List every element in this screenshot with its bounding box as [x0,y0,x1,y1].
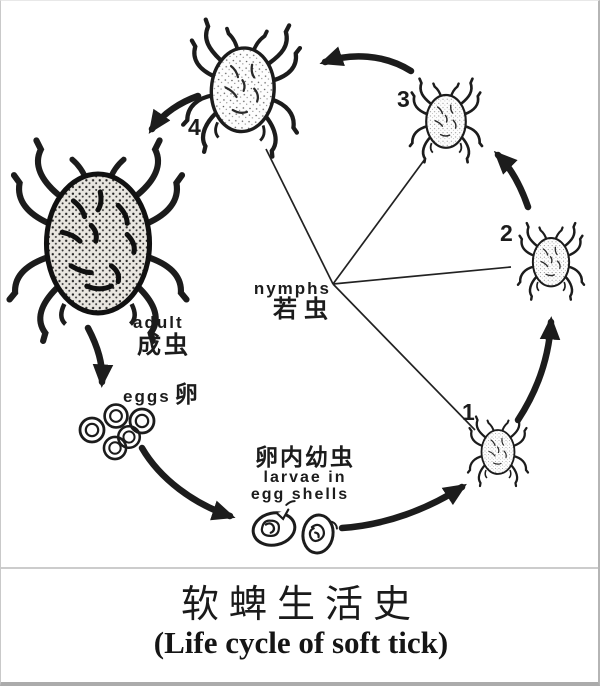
eggs-label-cn: 卵 [174,381,198,407]
arrow-adult-to-eggs [84,324,114,388]
stage-number-2: 2 [500,220,513,246]
stage-number-4: 4 [188,114,201,140]
eggs-label-en: eggs [123,387,171,406]
larvae-label-en-line2: egg shells [250,486,350,503]
stage-number-3: 3 [397,86,410,112]
stage-number-1: 1 [462,399,475,425]
arrow-larvae-to-stage1 [338,483,467,532]
life-cycle-artwork [1,1,600,555]
adult-label-cn: 成虫 [137,332,191,359]
nymphs-label-cn: 若虫 [273,296,335,323]
adult-label-en: adult [133,313,184,332]
larvae-label-cn: 卵内幼虫 [255,444,355,470]
arrow-stage4-to-adult [148,92,202,134]
stage2-nymph-illustration [518,223,584,299]
nymphs-pointer-lines [265,148,512,431]
arrow-stage3-to-stage4 [319,46,415,75]
larvae-in-egg-shells-illustration [251,500,338,555]
cycle-arrows [84,46,561,532]
nymphs-label-en: nymphs [253,279,331,298]
arrow-stage2-to-stage3 [493,150,532,211]
stage3-nymph-illustration [410,79,482,162]
arrow-stage1-to-stage2 [514,316,561,424]
larvae-label-en-line1: larvae in [263,469,347,486]
caption-divider [1,567,598,569]
arrow-eggs-to-larvae [138,444,236,521]
adult-tick-illustration [10,140,187,340]
figure-title-english: (Life cycle of soft tick) [153,625,449,660]
figure-title-chinese: 软蜱生活史 [180,584,421,626]
stage1-nymph-illustration [468,417,528,487]
